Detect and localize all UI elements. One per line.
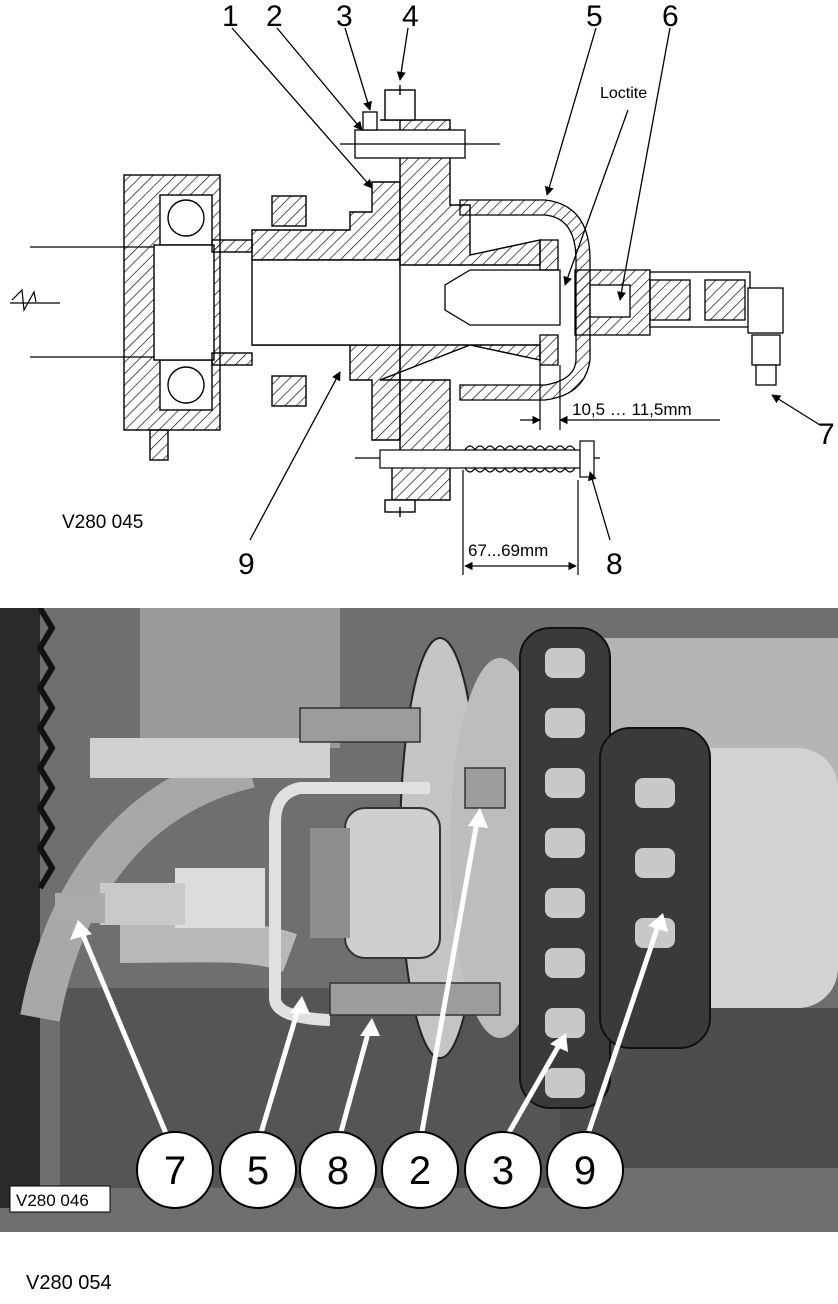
photo-arrows: [77, 815, 663, 1145]
footer-ref: V280 054: [26, 1272, 112, 1294]
callout-5: 5: [586, 0, 603, 33]
assembly-photo: 7 5 8 2 3 9 V280 046: [0, 608, 838, 1232]
photo-callouts: [136, 1131, 624, 1209]
hose: [20, 748, 255, 1022]
hub-sleeve: [211, 181, 401, 441]
sensor-body: [175, 868, 265, 928]
chain: [519, 627, 711, 1109]
callout-4: 4: [402, 0, 419, 33]
photo-callout-3: 3: [492, 1149, 514, 1193]
photo-callout-5: 5: [247, 1149, 269, 1193]
photo-ref-box: [9, 1185, 111, 1213]
callout-labels-top: 1 2 3 4 5 6 7 8 9: [222, 0, 835, 581]
leader-lines: [231, 27, 821, 541]
callout-6: 6: [662, 0, 679, 33]
callout-2: 2: [266, 0, 283, 33]
pipe: [90, 738, 330, 778]
bolt-top: [340, 111, 500, 159]
spring-bolt: [355, 440, 600, 478]
cover-cylinder: [344, 807, 441, 959]
loctite-label: Loctite: [600, 85, 647, 102]
photo-callout-2: 2: [409, 1149, 431, 1193]
shaft-pin: [444, 239, 561, 366]
sectional-drawing: 1 2 3 4 5 6 7 8 9 Loctite 10,5 … 11,5mm …: [10, 0, 835, 581]
bearing-housing: [123, 174, 221, 461]
bracket: [269, 782, 430, 1026]
bolts: [299, 707, 506, 1016]
photo-callout-7: 7: [164, 1149, 186, 1193]
callout-3: 3: [336, 0, 353, 33]
belt: [0, 608, 40, 1208]
callout-7: 7: [818, 418, 835, 451]
photo-callout-9: 9: [574, 1149, 596, 1193]
photo-ref: V280 046: [16, 1191, 89, 1210]
callout-9: 9: [238, 548, 255, 581]
drawing-ref: V280 045: [62, 512, 143, 533]
cover-5: [459, 199, 591, 401]
callout-8: 8: [606, 548, 623, 581]
callout-1: 1: [222, 0, 239, 33]
sensor-assembly: [574, 269, 784, 386]
spring-dimension: 67...69mm: [468, 541, 548, 560]
gap-dimension: 10,5 … 11,5mm: [572, 400, 692, 419]
photo-callout-8: 8: [327, 1149, 349, 1193]
dimension-lines: [462, 365, 720, 575]
